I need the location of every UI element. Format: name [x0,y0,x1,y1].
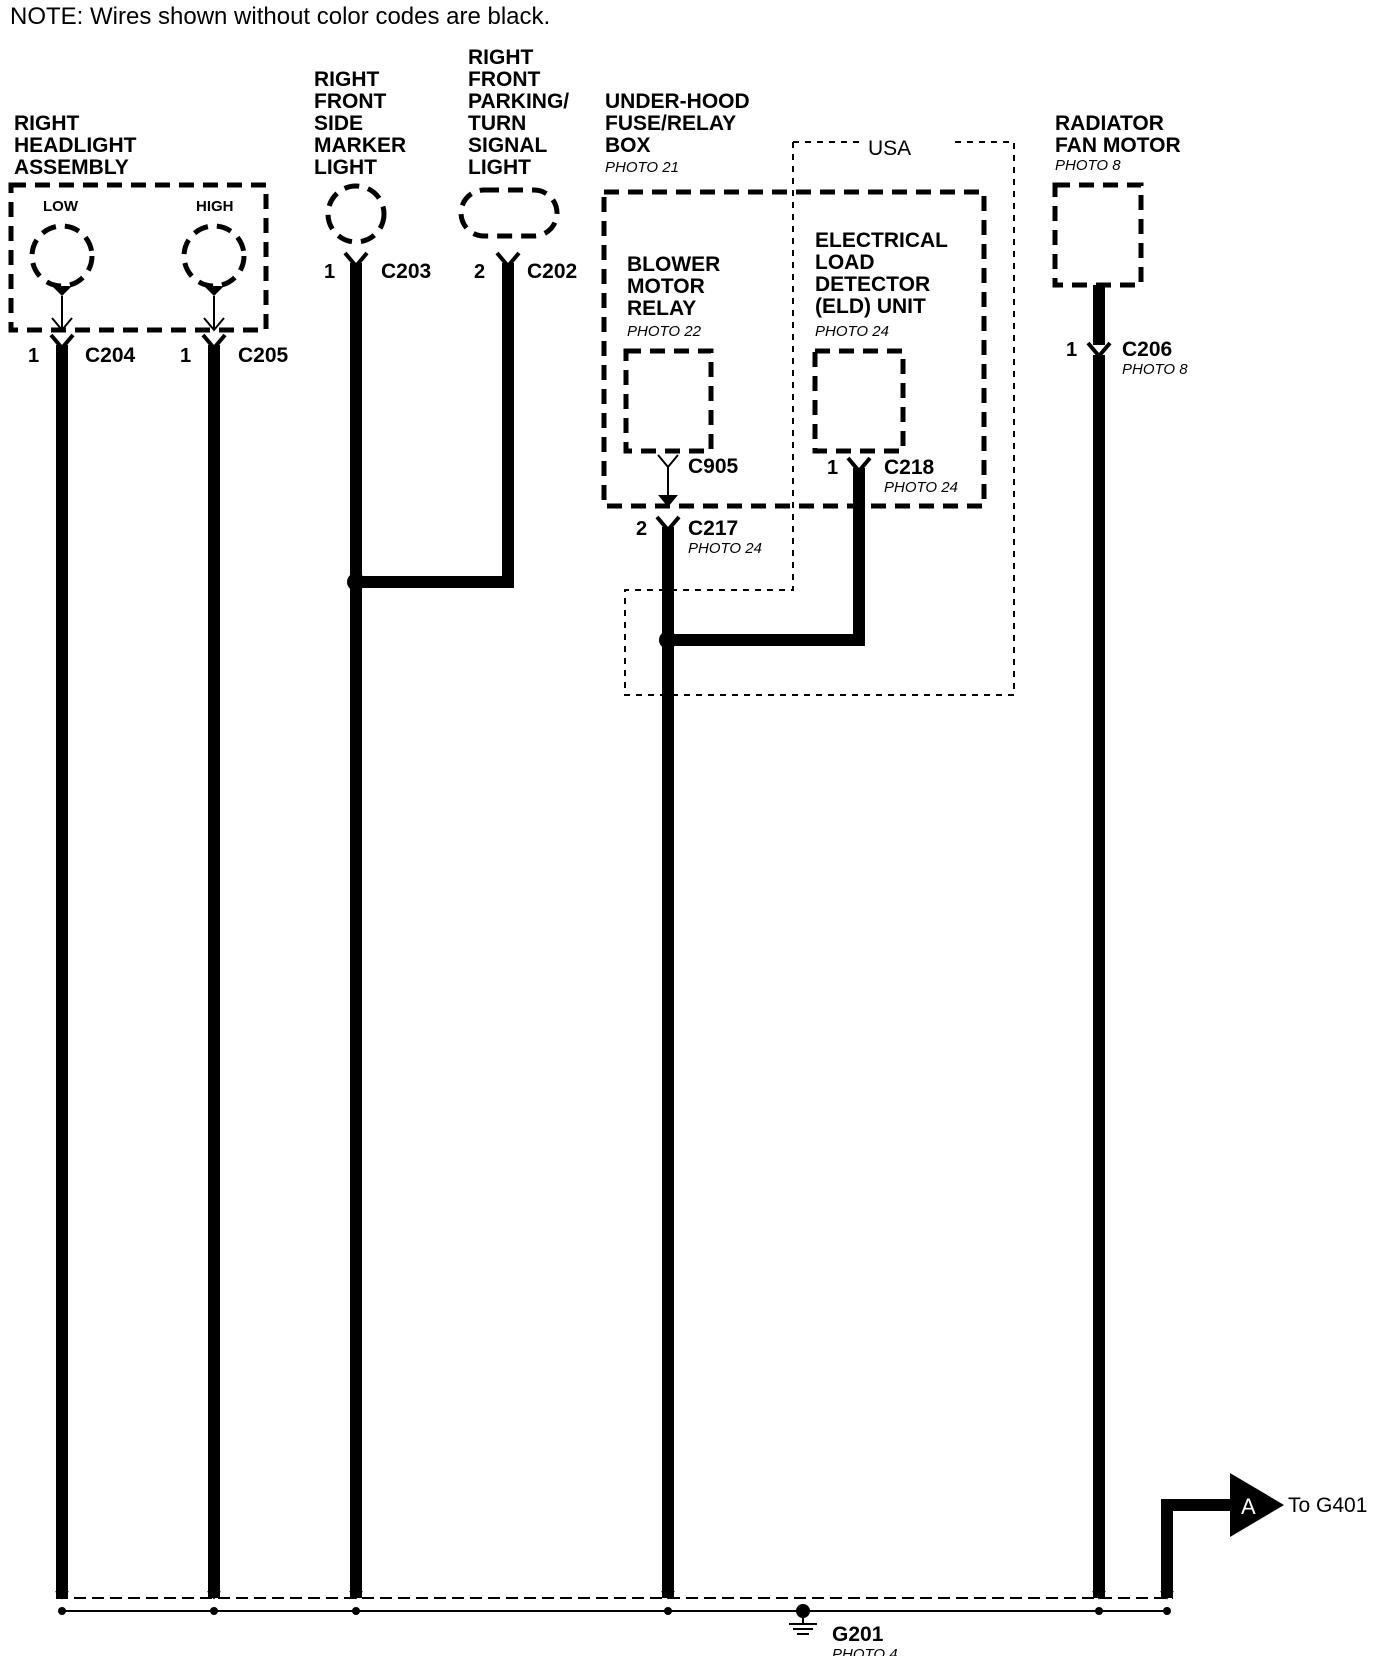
c217-photo: PHOTO 24 [688,540,762,557]
parking-label-1: RIGHT [468,46,534,69]
fan-motor-label-2: FAN MOTOR [1055,134,1181,157]
c217-label: C217 [688,517,738,540]
fuse-box-photo: PHOTO 21 [605,159,679,176]
fuse-box-label-1: UNDER-HOOD [605,90,750,113]
side-marker-label-1: RIGHT [314,68,380,91]
c218-label: C218 [884,456,935,479]
usa-region-outline [624,141,1015,696]
low-beam-bulb-icon [29,223,95,289]
g201-label: G201 [832,1623,884,1646]
blower-label-1: BLOWER [627,253,720,276]
eld-photo: PHOTO 24 [815,323,889,340]
c206-photo: PHOTO 8 [1122,361,1188,378]
splice-point-2 [659,631,677,649]
c905-connector-icon [657,454,679,469]
blower-motor-relay: BLOWER MOTOR RELAY PHOTO 22 [623,253,720,454]
side-marker-label-4: MARKER [314,134,406,157]
blower-output-arrow-icon [658,495,678,507]
low-beam-label: LOW [43,198,79,215]
c206-pin: 1 [1066,339,1077,361]
c217-pin: 2 [636,518,647,540]
c205-label: C205 [238,344,289,367]
blower-relay-box [623,348,714,454]
blower-photo: PHOTO 22 [627,323,702,340]
c203-pin: 1 [324,261,335,283]
headlight-assembly: RIGHT HEADLIGHT ASSEMBLY LOW HIGH [8,112,269,333]
c218-pin: 1 [827,457,838,479]
eld-label-3: DETECTOR [815,273,930,296]
wire-c218 [668,468,865,646]
wire-c202 [356,263,514,588]
fuse-box-label-2: FUSE/RELAY [605,112,736,135]
ground-icon [789,1604,817,1635]
c203-label: C203 [381,260,431,283]
headlight-label-2: HEADLIGHT [14,134,137,157]
low-beam-arrow-icon [52,286,72,296]
offpage-letter: A [1241,1494,1256,1519]
offpage-connector-a: A To G401 [1230,1473,1367,1537]
parking-label-6: LIGHT [468,156,531,179]
c204-label: C204 [85,344,136,367]
ground-bus [55,1590,1174,1615]
parking-label-2: FRONT [468,68,540,91]
high-beam-label: HIGH [196,198,234,215]
offpage-destination: To G401 [1288,1494,1367,1517]
side-marker-label-5: LIGHT [314,156,377,179]
parking-turn-light: RIGHT FRONT PARKING/ TURN SIGNAL LIGHT [458,46,569,239]
blower-label-2: MOTOR [627,275,705,298]
c202-label: C202 [527,260,577,283]
c206-label: C206 [1122,338,1172,361]
eld-label-2: LOAD [815,251,875,274]
eld-label-1: ELECTRICAL [815,229,948,252]
high-beam-bulb-icon [181,223,247,289]
headlight-label-3: ASSEMBLY [14,156,129,179]
offpage-arrow-icon [1230,1473,1284,1537]
eld-unit: ELECTRICAL LOAD DETECTOR (ELD) UNIT PHOT… [812,229,948,454]
side-marker-light: RIGHT FRONT SIDE MARKER LIGHT [314,68,406,245]
high-beam-arrow-icon [204,286,224,296]
blower-label-3: RELAY [627,297,696,320]
fuse-relay-box: UNDER-HOOD FUSE/RELAY BOX PHOTO 21 [601,90,987,509]
side-marker-label-2: FRONT [314,90,386,113]
fuse-box-label-3: BOX [605,134,651,157]
c905-label: C905 [688,455,739,478]
c204-pin: 1 [28,345,39,367]
side-marker-bulb-icon [325,183,387,245]
headlight-assembly-box [8,182,269,333]
usa-label: USA [868,137,911,160]
fan-motor-label-1: RADIATOR [1055,112,1164,135]
eld-label-4: (ELD) UNIT [815,295,926,318]
c202-pin: 2 [474,261,485,283]
c218-photo: PHOTO 24 [884,479,958,496]
parking-bulb-icon [458,187,560,239]
note-text: NOTE: Wires shown without color codes ar… [10,3,550,30]
parking-label-4: TURN [468,112,526,135]
fuse-relay-box-outline [601,189,987,509]
g201-photo: PHOTO 4 [832,1646,898,1656]
parking-label-3: PARKING/ [468,90,569,113]
radiator-fan-motor: RADIATOR FAN MOTOR PHOTO 8 [1052,112,1181,288]
eld-unit-box [812,348,906,454]
fan-motor-photo: PHOTO 8 [1055,157,1121,174]
c205-pin: 1 [180,345,191,367]
headlight-label-1: RIGHT [14,112,80,135]
side-marker-label-3: SIDE [314,112,363,135]
parking-label-5: SIGNAL [468,134,548,157]
wire-to-g401 [1161,1499,1235,1598]
wires [56,263,1235,1598]
splice-point-1 [347,573,365,591]
usa-region: USA [624,137,1015,696]
fan-motor-box [1052,182,1144,288]
